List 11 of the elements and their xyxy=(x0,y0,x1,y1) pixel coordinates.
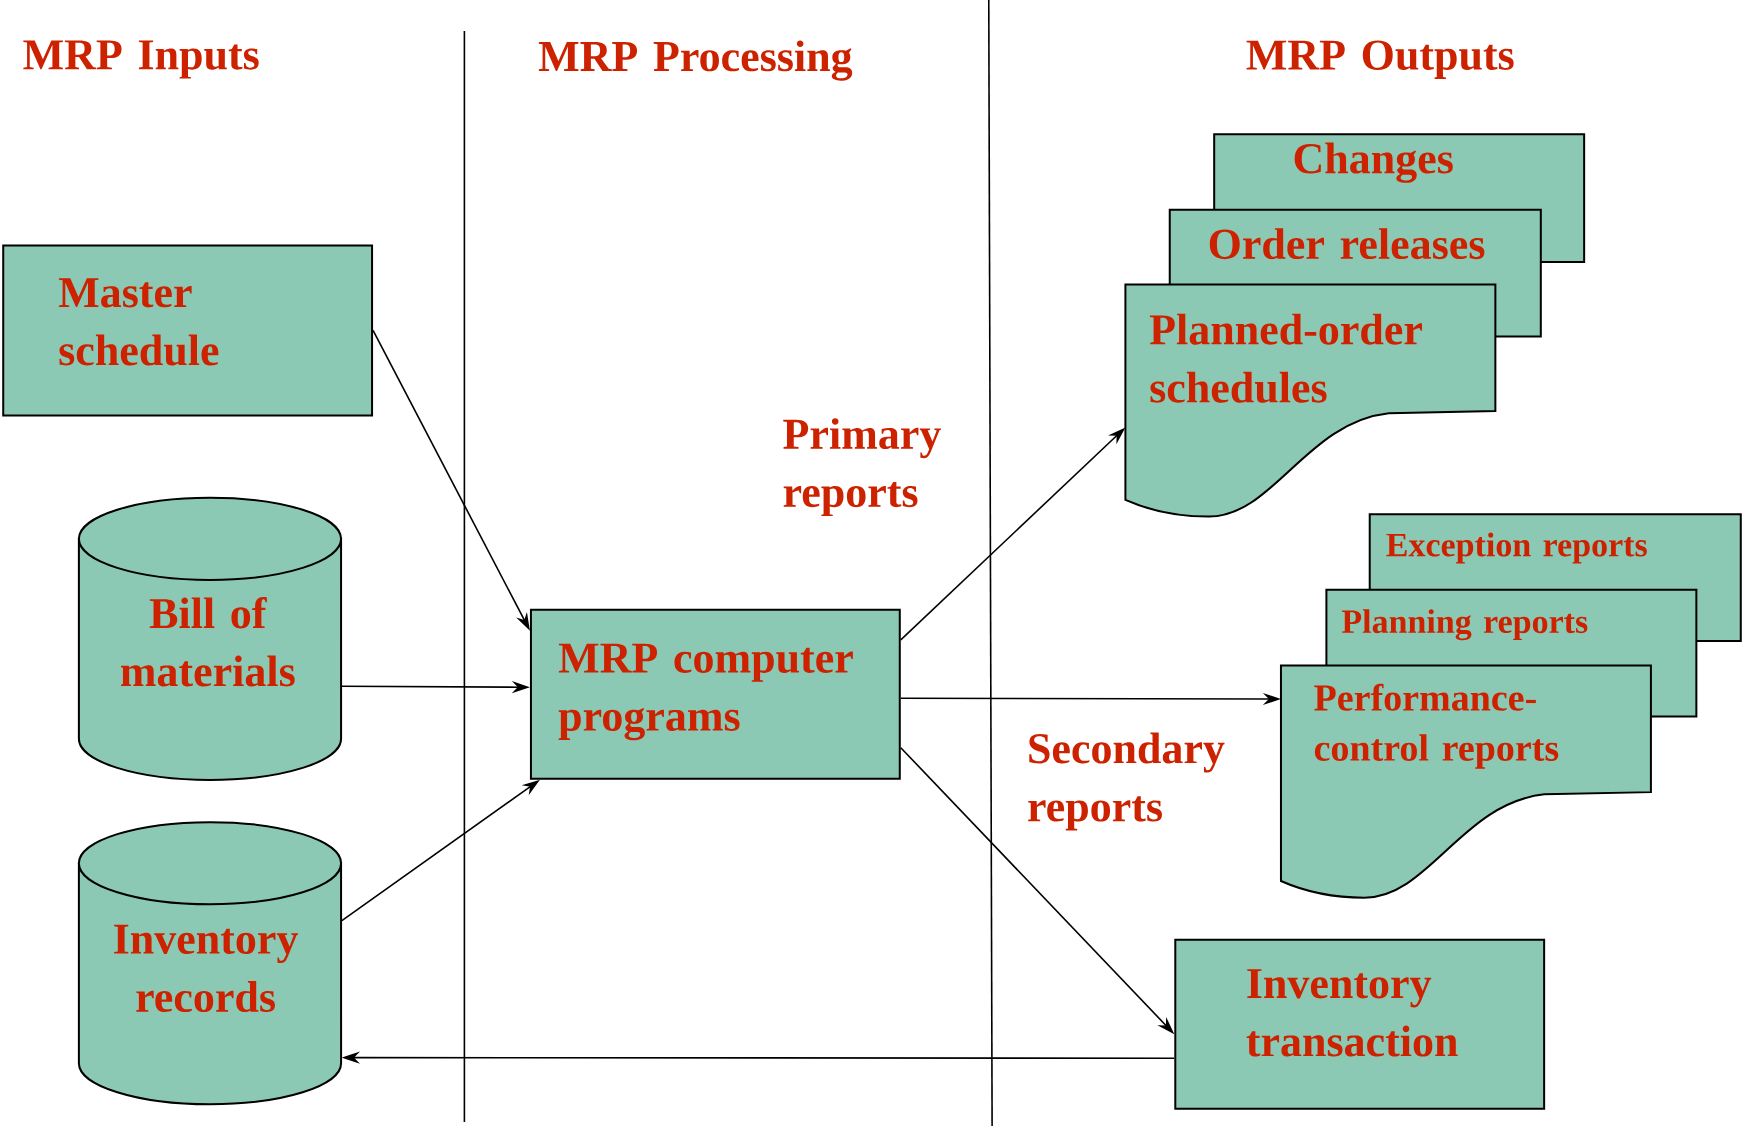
column-heading: MRP Processing xyxy=(538,40,853,81)
annotation-text: Primary reports xyxy=(783,418,941,517)
process-box: Inventory transaction xyxy=(1174,938,1546,1110)
node-label: Exception reports xyxy=(1386,532,1647,564)
input-box: Master schedule xyxy=(2,244,374,417)
annotation-text: Secondary reports xyxy=(1028,732,1225,831)
database-cylinder: Bill of materials xyxy=(77,496,343,781)
column-heading: MRP Outputs xyxy=(1246,40,1514,79)
process-box: MRP computer programs xyxy=(529,608,901,780)
database-cylinder: Inventory records xyxy=(77,821,343,1106)
column-heading: MRP Inputs xyxy=(23,40,259,79)
